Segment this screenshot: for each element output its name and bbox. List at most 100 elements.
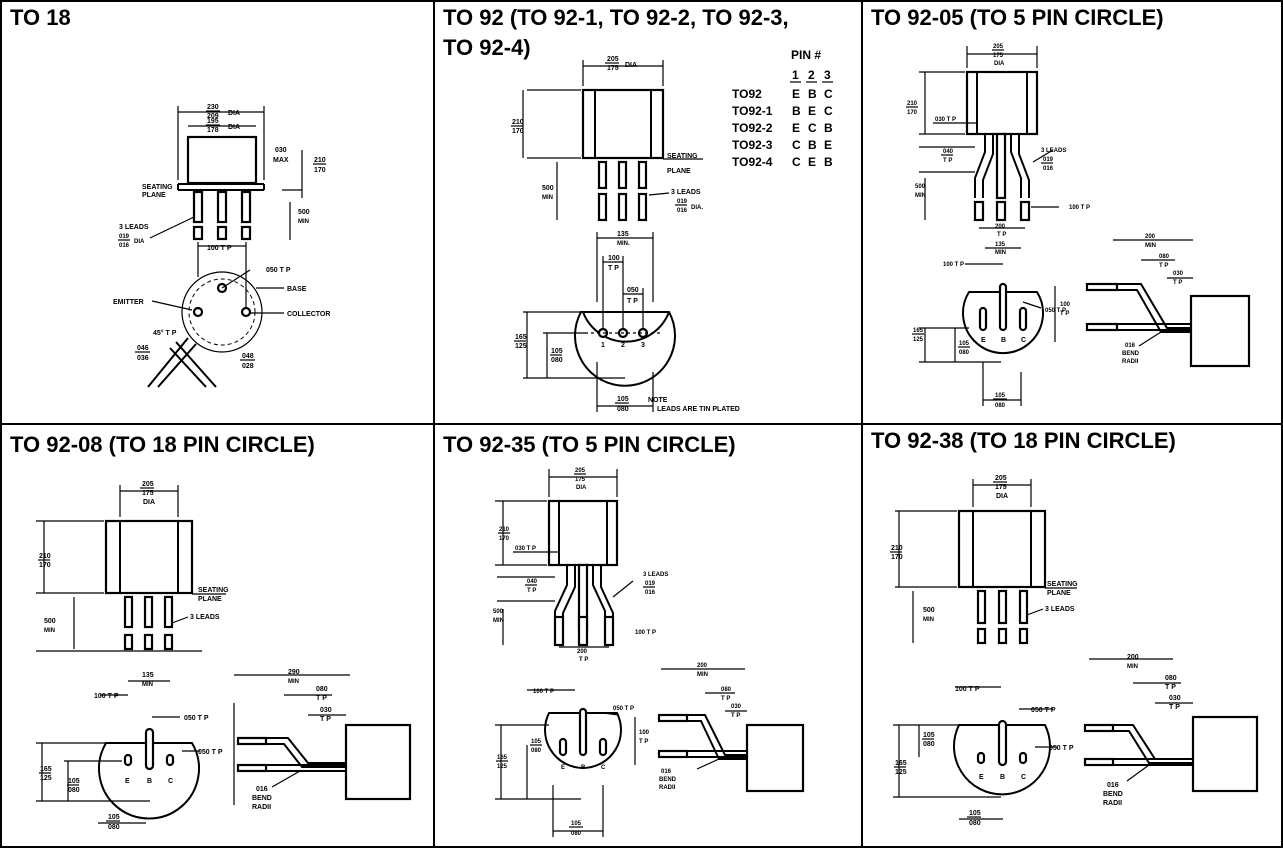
dim-105-top: 105 — [68, 778, 80, 785]
pin-1-label: 1 — [601, 342, 605, 349]
dim-100: 100 — [1060, 302, 1071, 308]
base-label: BASE — [287, 286, 307, 293]
dim-lead-top: 019 — [677, 199, 688, 205]
bottom-view-outline — [962, 291, 1044, 354]
dim-048-top: 048 — [242, 353, 254, 360]
row-pin: E — [824, 138, 832, 152]
dim-dia-top: 205 — [607, 56, 619, 63]
leads-label: 3 LEADS — [190, 614, 220, 621]
row-pin: C — [808, 121, 817, 135]
side-lead — [1085, 282, 1119, 292]
lead — [617, 192, 628, 222]
pin-col-3: 3 — [824, 68, 831, 82]
dim-016: 016 — [1125, 343, 1136, 349]
row-name: TO92 — [732, 87, 762, 101]
tp2-label: T P — [997, 232, 1006, 238]
dim-100: 100 — [608, 255, 620, 262]
base-circle-inner — [188, 278, 256, 346]
to92-08-drawing: 205 175 DIA 210 170 SEATING PLANE 500 MI… — [36, 481, 412, 831]
side-lead — [1085, 322, 1119, 332]
radii-label: RADII — [1122, 359, 1139, 365]
pin-b: B — [1000, 774, 1005, 781]
row-name: TO92-4 — [732, 155, 773, 169]
lead — [1018, 134, 1030, 198]
tp100: 100 T P — [207, 245, 232, 252]
dim-dia-bot: 175 — [575, 477, 586, 483]
dim-lead-bot: 016 — [1043, 166, 1054, 172]
pin-table-row: TO92-1 B E C — [732, 104, 833, 118]
lead-dia: DIA. — [691, 205, 703, 211]
lead — [597, 192, 608, 222]
dim-h-bot: 170 — [39, 562, 51, 569]
dim-bot-bot: 080 — [617, 406, 629, 413]
row-pin: B — [824, 155, 833, 169]
minr-label: MIN — [1145, 243, 1156, 249]
package-body — [965, 70, 1039, 136]
bend-label: BEND — [1103, 791, 1123, 798]
panel-title: TO 92-38 (TO 18 PIN CIRCLE) — [871, 428, 1176, 453]
dim-165-bot: 125 — [497, 764, 508, 770]
package-body — [104, 519, 194, 595]
bend-label: BEND — [1122, 351, 1140, 357]
pin-slot-b — [144, 727, 155, 771]
tp-label: T P — [1165, 684, 1176, 691]
dim-h-top: 210 — [512, 119, 524, 126]
lead — [192, 225, 204, 241]
dim-lead-bot: 016 — [645, 590, 656, 596]
min2-label: MIN — [995, 250, 1006, 256]
lead — [163, 595, 174, 629]
radii-label: RADII — [1103, 800, 1122, 807]
dim-105-top: 105 — [551, 348, 563, 355]
min-label: MIN — [915, 193, 926, 199]
dim-h-top: 210 — [39, 553, 51, 560]
dim-290: 290 — [288, 669, 300, 676]
dim-030: 030 — [1169, 695, 1181, 702]
side-lead — [657, 749, 689, 759]
side-body — [344, 723, 412, 801]
row-pin: E — [792, 121, 800, 135]
leads-label: 3 LEADS — [119, 224, 149, 231]
tp5-label: T P — [1060, 311, 1069, 317]
pin-e: E — [979, 774, 984, 781]
dim-500: 500 — [493, 609, 504, 615]
side-lead-bend — [266, 737, 346, 764]
min-label: MIN — [923, 617, 934, 623]
to18-drawing: 230 209 DIA 195 178 DIA 030 MAX 210 170 … — [113, 104, 330, 388]
dim-165-top: 165 — [515, 334, 527, 341]
dim-200r: 200 — [697, 663, 708, 669]
minr-label: MIN — [697, 672, 708, 678]
pin-slot-b — [997, 719, 1008, 767]
dim-165-top: 165 — [497, 755, 508, 761]
to92-05-drawing: 205 175 DIA 210 170 030 T P 040 T P 3 LE… — [906, 44, 1251, 409]
panel-to92: TO 92 (TO 92-1, TO 92-2, TO 92-3, TO 92-… — [433, 0, 863, 425]
side-lead — [1083, 723, 1115, 733]
dim-048-bot: 028 — [242, 363, 254, 370]
dim-105-top: 105 — [531, 739, 542, 745]
dim-080: 080 — [721, 687, 732, 693]
dim-165-top: 165 — [913, 328, 924, 334]
side-lead-bend — [266, 743, 346, 768]
panel-title: TO 92 (TO 92-1, TO 92-2, TO 92-3, — [443, 5, 789, 30]
lead — [163, 633, 174, 651]
lead — [216, 190, 228, 224]
min-label: MIN — [44, 628, 55, 634]
pin-slot-e — [978, 306, 988, 332]
lead — [143, 633, 154, 651]
dim-046-bot: 036 — [137, 355, 149, 362]
tp4-label: T P — [731, 713, 740, 719]
dim-bot-top: 105 — [617, 396, 629, 403]
pin-table-row: TO92-4 C E B — [732, 155, 833, 169]
min-label: MIN — [493, 618, 504, 624]
dim-bot-bot: 080 — [108, 824, 120, 831]
tp100a: 100 T P — [635, 630, 656, 636]
seating-label: SEATING — [667, 153, 698, 160]
dim-bot-top: 105 — [995, 393, 1006, 399]
row-name: TO92-1 — [732, 104, 773, 118]
note-text: LEADS ARE TIN PLATED — [657, 406, 740, 413]
row-pin: B — [792, 104, 801, 118]
dia-outer: DIA — [228, 110, 240, 117]
row-pin: E — [808, 155, 816, 169]
tp030: 030 T P — [515, 546, 536, 552]
note-label: NOTE — [648, 397, 668, 404]
